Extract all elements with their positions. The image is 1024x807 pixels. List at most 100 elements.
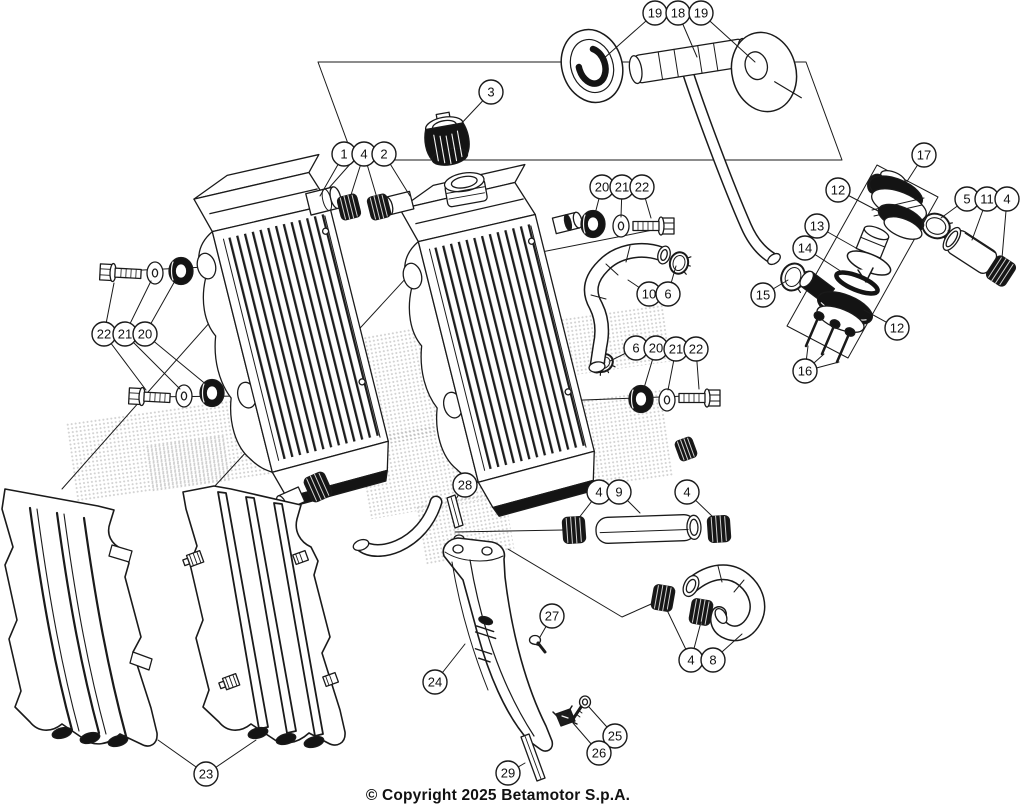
- callout-17: 17: [906, 143, 936, 183]
- grommet-19-left: [552, 22, 632, 111]
- svg-text:23: 23: [199, 767, 213, 782]
- washer-disc-19-right: [723, 25, 804, 118]
- louver-panel-left-23: [2, 489, 157, 748]
- screw-25: [573, 696, 591, 719]
- svg-text:4: 4: [687, 653, 694, 668]
- hose-9: [561, 514, 732, 545]
- callout-11: 11: [972, 187, 999, 240]
- svg-text:28: 28: [458, 478, 472, 493]
- svg-text:21: 21: [669, 342, 683, 357]
- svg-text:17: 17: [917, 148, 931, 163]
- callout-21: 21: [610, 175, 634, 217]
- callout-20: 20: [644, 336, 668, 388]
- hose-10: [588, 245, 694, 374]
- svg-text:21: 21: [615, 180, 629, 195]
- callout-9: 9: [607, 480, 640, 513]
- svg-text:22: 22: [689, 342, 703, 357]
- gasket-14: [834, 268, 880, 297]
- callout-22: 22: [684, 337, 708, 389]
- louver-panel-right-23: [182, 486, 345, 749]
- svg-text:27: 27: [545, 609, 559, 624]
- radiator-left: [172, 151, 401, 517]
- mount-row-left-upper: [98, 256, 194, 286]
- svg-text:3: 3: [487, 85, 494, 100]
- callout-16: 16: [793, 346, 839, 383]
- svg-text:8: 8: [709, 653, 716, 668]
- svg-text:14: 14: [798, 241, 812, 256]
- callout-26: 26: [573, 723, 611, 765]
- callout-20: 20: [133, 279, 208, 386]
- callout-13: 13: [805, 214, 856, 248]
- svg-text:12: 12: [831, 183, 845, 198]
- callout-6: 6: [656, 266, 680, 306]
- callout-12: 12: [864, 310, 909, 340]
- svg-text:22: 22: [635, 180, 649, 195]
- callout-12: 12: [826, 178, 880, 212]
- callout-28: 28: [453, 473, 477, 499]
- callout-25: 25: [589, 707, 627, 748]
- svg-text:29: 29: [501, 766, 515, 781]
- clamp-nuts-top: [335, 192, 393, 222]
- svg-text:21: 21: [118, 327, 132, 342]
- callout-22: 22: [630, 175, 654, 218]
- mount-row-top-right: [580, 209, 675, 239]
- callout-29: 29: [496, 761, 525, 785]
- screws-16: [806, 310, 856, 362]
- svg-text:4: 4: [1003, 192, 1010, 207]
- callout-24: 24: [423, 644, 465, 694]
- guard-24: [443, 535, 552, 751]
- svg-text:16: 16: [798, 364, 812, 379]
- callout-15: 15: [751, 280, 788, 307]
- svg-text:19: 19: [694, 6, 708, 21]
- svg-text:11: 11: [980, 192, 994, 207]
- svg-text:20: 20: [595, 180, 609, 195]
- svg-text:1: 1: [340, 147, 347, 162]
- radiator-cap-3: [421, 110, 473, 169]
- svg-text:9: 9: [615, 485, 622, 500]
- svg-text:22: 22: [97, 327, 111, 342]
- callout-19: 19: [689, 1, 755, 62]
- svg-text:6: 6: [664, 287, 671, 302]
- filler-neck: [443, 170, 488, 207]
- strip-28: [447, 495, 463, 528]
- callout-3: 3: [459, 80, 503, 126]
- svg-text:18: 18: [671, 6, 685, 21]
- thermostat-13: [844, 223, 893, 282]
- mount-row-left-lower: [127, 378, 225, 408]
- callout-22: 22: [92, 283, 146, 390]
- svg-text:4: 4: [360, 147, 367, 162]
- callout-21: 21: [113, 281, 180, 389]
- callout-4: 4: [350, 142, 377, 198]
- callout-20: 20: [590, 175, 614, 214]
- svg-text:13: 13: [810, 219, 824, 234]
- callout-14: 14: [793, 236, 842, 272]
- callout-10: 10: [628, 280, 661, 306]
- callout-4: 4: [995, 187, 1019, 258]
- svg-text:12: 12: [890, 321, 904, 336]
- svg-text:19: 19: [648, 6, 662, 21]
- bolt-27: [530, 636, 546, 653]
- callout-4: 4: [578, 480, 611, 519]
- svg-text:15: 15: [756, 288, 770, 303]
- svg-text:6: 6: [632, 341, 639, 356]
- frame-box-thermostat: [787, 165, 938, 358]
- copyright-text: © Copyright 2025 Betamotor S.p.A.: [365, 787, 631, 804]
- elbow-hose-8: [649, 566, 758, 633]
- callout-8: 8: [701, 634, 742, 672]
- svg-text:25: 25: [608, 729, 622, 744]
- svg-text:4: 4: [595, 485, 602, 500]
- strip-29: [521, 734, 545, 781]
- callout-6: 6: [610, 336, 648, 361]
- callout-19: 19: [602, 1, 667, 60]
- svg-text:5: 5: [963, 192, 970, 207]
- callout-18: 18: [666, 1, 697, 57]
- guard-logo-marks: [467, 615, 503, 662]
- svg-text:2: 2: [380, 147, 387, 162]
- callout-4: 4: [666, 608, 703, 672]
- svg-text:10: 10: [642, 287, 656, 302]
- callout-1: 1: [320, 142, 356, 196]
- thermostat-cap-17: [865, 168, 931, 244]
- svg-text:4: 4: [683, 485, 690, 500]
